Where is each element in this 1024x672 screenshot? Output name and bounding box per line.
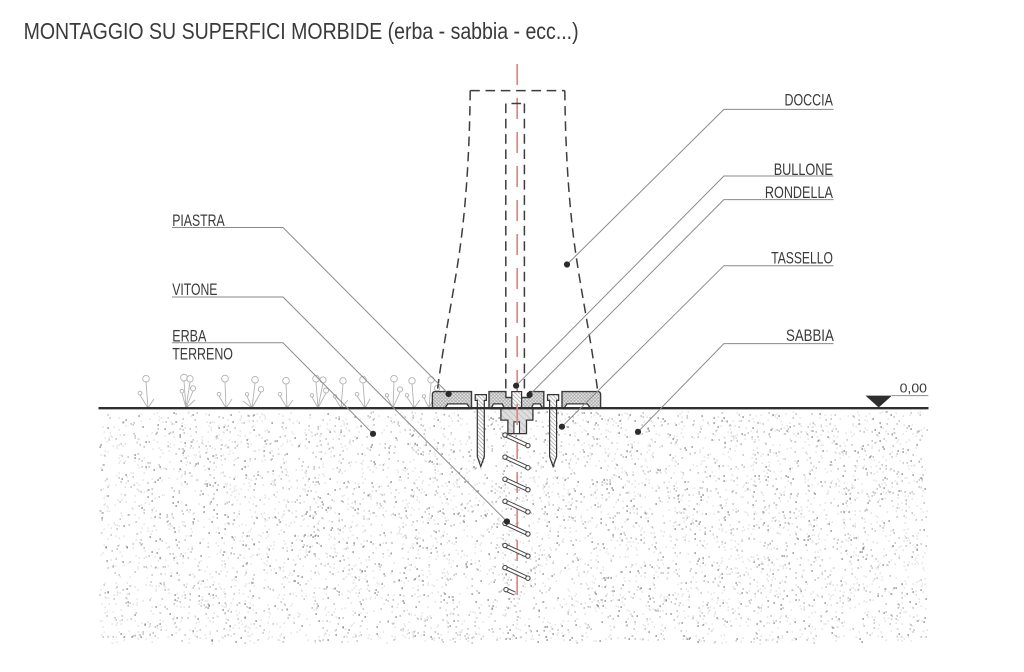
- svg-text:TERRENO: TERRENO: [172, 345, 233, 364]
- svg-text:MONTAGGIO SU SUPERFICI MORBIDE: MONTAGGIO SU SUPERFICI MORBIDE (erba - s…: [24, 18, 579, 44]
- svg-text:RONDELLA: RONDELLA: [765, 183, 833, 202]
- svg-text:ERBA: ERBA: [172, 326, 207, 345]
- svg-text:VITONE: VITONE: [172, 280, 217, 299]
- svg-text:DOCCIA: DOCCIA: [785, 90, 834, 109]
- svg-text:PIASTRA: PIASTRA: [172, 211, 225, 230]
- svg-text:TASSELLO: TASSELLO: [771, 249, 833, 268]
- svg-text:SABBIA: SABBIA: [786, 326, 834, 345]
- svg-text:0,00: 0,00: [900, 380, 927, 395]
- svg-text:BULLONE: BULLONE: [774, 160, 833, 179]
